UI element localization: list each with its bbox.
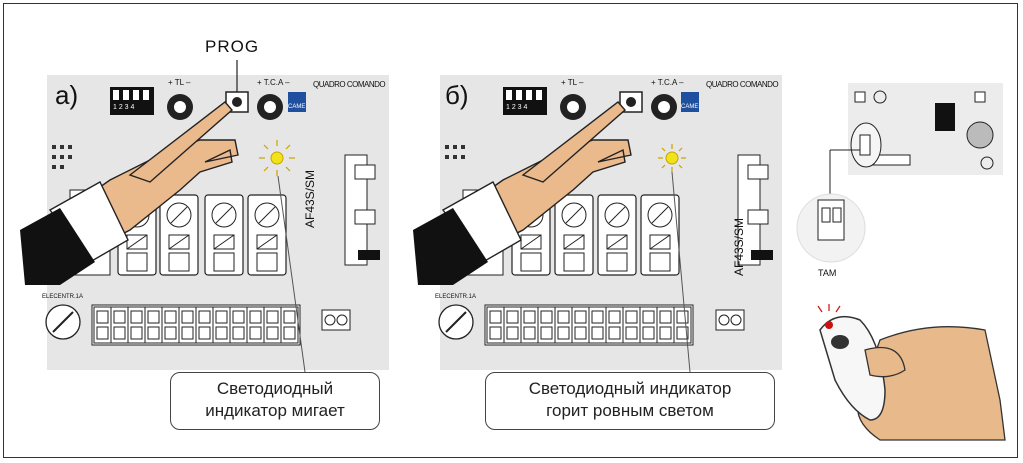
small-terminal-a bbox=[321, 309, 351, 331]
panel-letter-b: б) bbox=[445, 80, 469, 110]
quadro-label-b: QUADRO COMANDO bbox=[706, 80, 779, 89]
tca-label-a: + T.C.A – bbox=[257, 78, 290, 87]
panel-c-components bbox=[796, 90, 1006, 441]
came-logo-a bbox=[288, 92, 306, 112]
quadro-label-a: QUADRO COMANDO bbox=[313, 80, 386, 89]
tca-label-b: + T.C.A – bbox=[651, 78, 684, 87]
terminal-strip-a bbox=[91, 304, 301, 346]
panel-b-components bbox=[413, 87, 773, 373]
callout-a-line2: индикатор мигает bbox=[205, 401, 345, 420]
module-label-b: AF43S/SM bbox=[732, 217, 746, 276]
hand-pressing-a bbox=[20, 101, 239, 285]
callout-b-line1: Светодиодный индикатор bbox=[528, 379, 732, 398]
hand-pressing-b bbox=[413, 101, 632, 285]
led-steady-b bbox=[658, 144, 686, 172]
buzzer-icon bbox=[966, 121, 994, 149]
remote-led-icon bbox=[825, 321, 833, 329]
led-blinking-a bbox=[259, 140, 295, 176]
left-pins-a bbox=[52, 145, 72, 169]
remote-in-hand bbox=[817, 304, 1006, 441]
chip-icon bbox=[935, 103, 955, 131]
callout-pointer-b bbox=[671, 171, 691, 373]
callout-steady: Светодиодный индикатор горит ровным свет… bbox=[485, 372, 775, 430]
tl-label-a: + TL – bbox=[168, 78, 191, 87]
tam-label: TAM bbox=[818, 268, 837, 278]
callout-a-line1: Светодиодный bbox=[216, 379, 334, 398]
came-label-b: CAME bbox=[681, 104, 699, 110]
dip-switch-a bbox=[110, 87, 154, 115]
tl-label-b: + TL – bbox=[561, 78, 584, 87]
callout-pointer-a bbox=[277, 175, 306, 373]
prog-label: PROG bbox=[205, 37, 260, 56]
callout-b-line2: горит ровным светом bbox=[546, 401, 714, 420]
elecentr-label-a: ELECENTR.1A bbox=[42, 294, 84, 300]
module-label-a: AF43S/SM bbox=[303, 169, 317, 228]
dip-numbers-a: 1 2 3 4 bbox=[113, 104, 135, 111]
came-logo-b bbox=[681, 92, 699, 112]
panel-letter-a: а) bbox=[55, 80, 79, 110]
terminal-strip-b bbox=[484, 304, 694, 346]
came-label-a: CAME bbox=[288, 104, 306, 110]
elecentr-label-b: ELECENTR.1A bbox=[435, 294, 477, 300]
dip-numbers-b: 1 2 3 4 bbox=[506, 104, 528, 111]
panel-a-components bbox=[20, 60, 380, 373]
callout-blinking: Светодиодный индикатор мигает bbox=[170, 372, 380, 430]
